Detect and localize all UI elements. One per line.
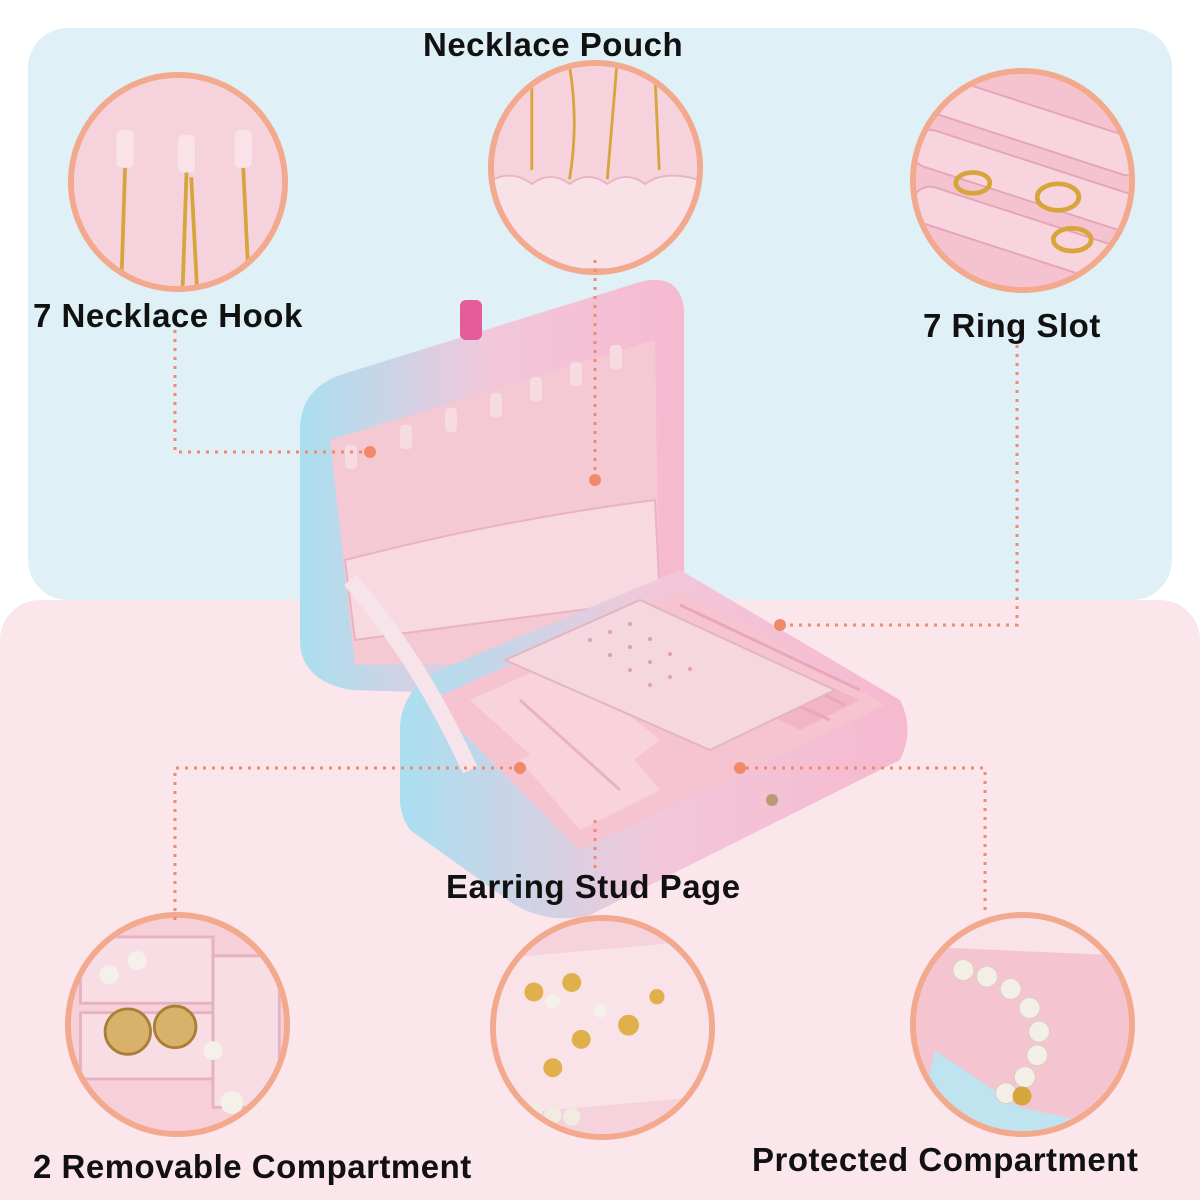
box-lid — [300, 279, 684, 700]
earring-stud-page-label: Earring Stud Page — [446, 868, 741, 905]
earring-stud-page — [502, 598, 838, 752]
ribbon-strap — [343, 574, 478, 774]
ring-slot-label: 7 Ring Slot — [923, 307, 1101, 344]
ring-slot-detail-image — [910, 68, 1135, 293]
earring-stud-page-detail-image — [490, 915, 715, 1140]
necklace-pouch-label: Necklace Pouch — [423, 26, 684, 63]
necklace-hook-detail-image — [68, 72, 288, 292]
protected-compartment-label: Protected Compartment — [752, 1141, 1139, 1178]
removable-compartment-detail-image — [65, 912, 290, 1137]
necklace-hook-label: 7 Necklace Hook — [33, 297, 303, 334]
necklace-pouch-detail-image — [488, 60, 703, 275]
protected-compartment-detail-image — [910, 912, 1135, 1137]
removable-compartment-label: 2 Removable Compartment — [33, 1148, 472, 1185]
